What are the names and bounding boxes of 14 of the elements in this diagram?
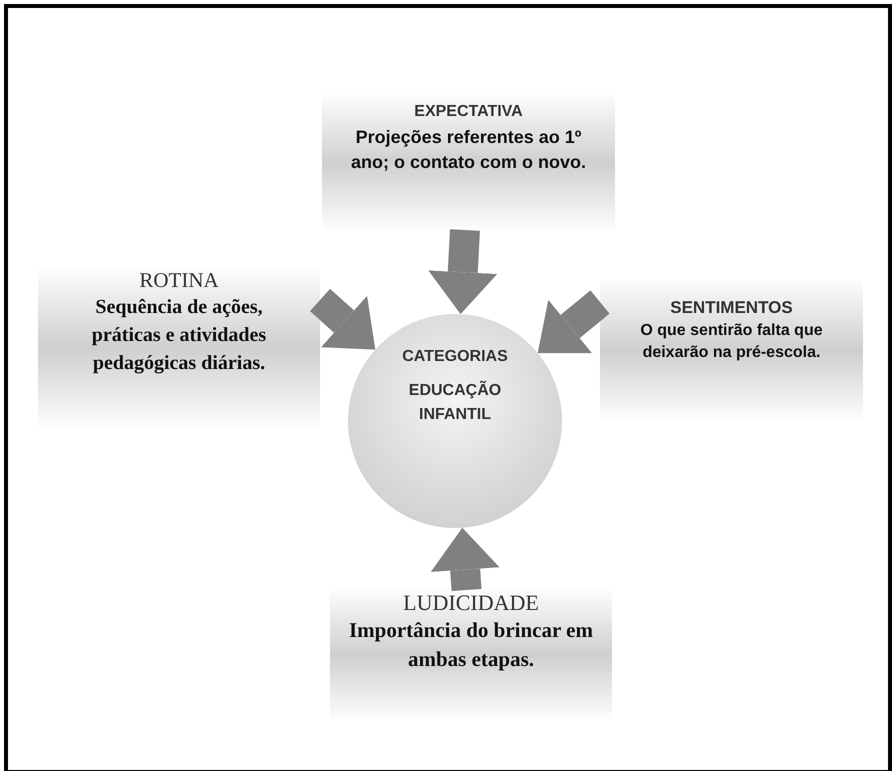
category-box	[600, 280, 863, 420]
box-description: Projeções referentes ao 1º ano; o contato com o novo.	[350, 126, 587, 174]
box-description: Importância do brincar em ambas etapas.	[348, 617, 594, 674]
box-heading: EXPECTATIVA	[414, 103, 523, 121]
box-heading: LUDICIDADE	[403, 590, 539, 616]
circle-label: EDUCAÇÃO INFANTIL	[408, 380, 502, 425]
box-description: O que sentirão falta que deixarão na pré-escola.	[639, 321, 824, 364]
category-box	[330, 590, 612, 720]
box-description: Sequência de ações, práticas e atividades pedagógicas diárias.	[90, 295, 268, 376]
box-heading: SENTIMENTOS	[670, 298, 793, 318]
circle-heading: CATEGORIAS	[402, 347, 508, 367]
category-box	[322, 95, 615, 230]
category-box	[38, 268, 320, 428]
box-heading: ROTINA	[139, 268, 219, 293]
